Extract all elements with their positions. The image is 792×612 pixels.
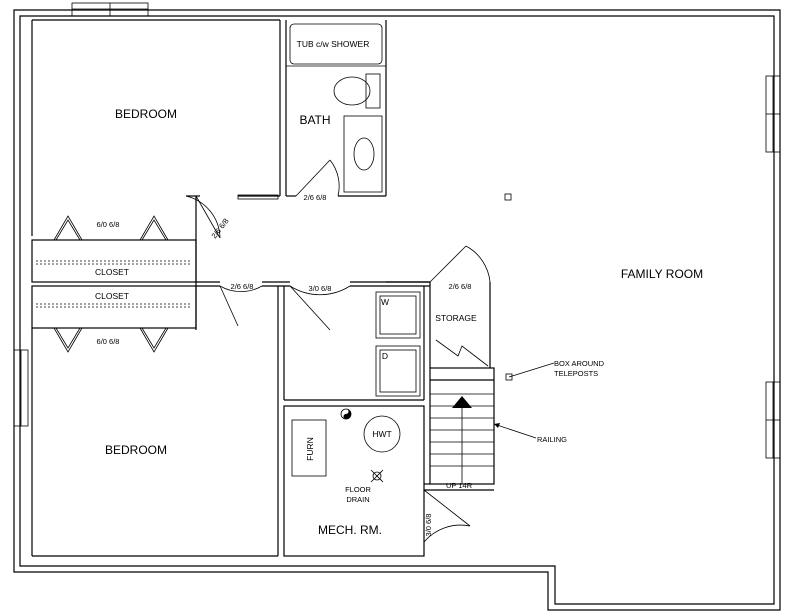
fixture-label-washer: W — [381, 297, 389, 307]
annotation-railing: RAILING — [537, 435, 567, 444]
bedroom-bottom-walls — [31, 282, 279, 557]
bath-walls — [285, 20, 387, 197]
floor-drain-icon — [370, 469, 384, 483]
room-label-family-room: FAMILY ROOM — [621, 267, 703, 281]
room-label-bedroom-top: BEDROOM — [115, 107, 177, 121]
washer — [375, 291, 421, 339]
window-top — [71, 2, 149, 17]
telepost-box — [505, 373, 513, 381]
room-label-closet-top: CLOSET — [95, 267, 129, 277]
closet-door-top-swing — [53, 215, 169, 241]
door-label-storage: 2/6 6/8 — [449, 282, 472, 291]
window-right-top — [765, 75, 781, 153]
bedroom-bottom-door-swing — [219, 285, 263, 327]
dryer — [375, 345, 421, 397]
room-label-closet-bottom: CLOSET — [95, 291, 129, 301]
room-label-storage: STORAGE — [435, 313, 477, 323]
closet-door-bottom-swing — [53, 327, 169, 353]
annotation-box-around-2: TELEPOSTS — [554, 369, 598, 378]
fixture-label-hwt: HWT — [372, 429, 391, 439]
mech-room-walls — [283, 405, 494, 557]
bathtub — [289, 23, 383, 65]
door-label-bedroom-bottom: 2/6 6/8 — [231, 282, 254, 291]
staircase — [429, 367, 495, 485]
mech-door-swing — [423, 489, 471, 543]
railing-arrow-icon — [494, 423, 500, 428]
annotation-box-around-1: BOX AROUND — [554, 359, 605, 368]
annotation-stairs: UP 14R — [446, 481, 473, 490]
stair-arrow-icon — [452, 396, 472, 408]
railing-leader-line — [493, 423, 537, 439]
fixture-label-tub: TUB c/w SHOWER — [297, 39, 370, 49]
gas-meter-icon — [340, 408, 352, 420]
closet-bottom-outline — [31, 285, 197, 329]
toilet — [333, 73, 381, 109]
furnace — [291, 419, 327, 477]
storage-walls — [429, 282, 491, 368]
door-label-laundry: 3/0 6/8 — [309, 284, 332, 293]
room-label-bath: BATH — [299, 113, 330, 127]
fixture-label-floor-drain-2: DRAIN — [346, 495, 369, 504]
exterior-wall-outer — [13, 9, 781, 611]
bath-door-swing — [295, 159, 340, 197]
door-label-closet-bottom: 6/0 6/8 — [97, 337, 120, 346]
door-label-mech: 3/0 6/8 — [424, 514, 433, 537]
bedroom-top-walls — [31, 19, 281, 282]
laundry-walls — [283, 286, 425, 401]
telepost-box-upper — [504, 193, 512, 201]
hot-water-tank — [363, 415, 401, 453]
fixture-label-dryer: D — [382, 351, 388, 361]
door-label-bath: 2/6 6/8 — [304, 193, 327, 202]
exterior-wall-inner — [19, 15, 775, 605]
room-label-bedroom-bottom: BEDROOM — [105, 443, 167, 457]
telepost-leader-line — [508, 362, 555, 378]
bedroom-top-door-swing — [185, 195, 221, 239]
laundry-door-swing — [289, 285, 351, 331]
vanity-sink — [343, 115, 383, 193]
window-left — [13, 349, 29, 427]
fixture-label-furnace: FURN — [305, 437, 315, 461]
room-label-mech-room: MECH. RM. — [318, 523, 382, 537]
door-label-closet-top: 6/0 6/8 — [97, 220, 120, 229]
bath-door-threshold — [237, 194, 279, 200]
fixture-label-floor-drain-1: FLOOR — [345, 485, 371, 494]
closet-top-outline — [31, 239, 197, 283]
storage-door-swing — [429, 245, 491, 283]
window-right-bottom — [765, 381, 781, 459]
